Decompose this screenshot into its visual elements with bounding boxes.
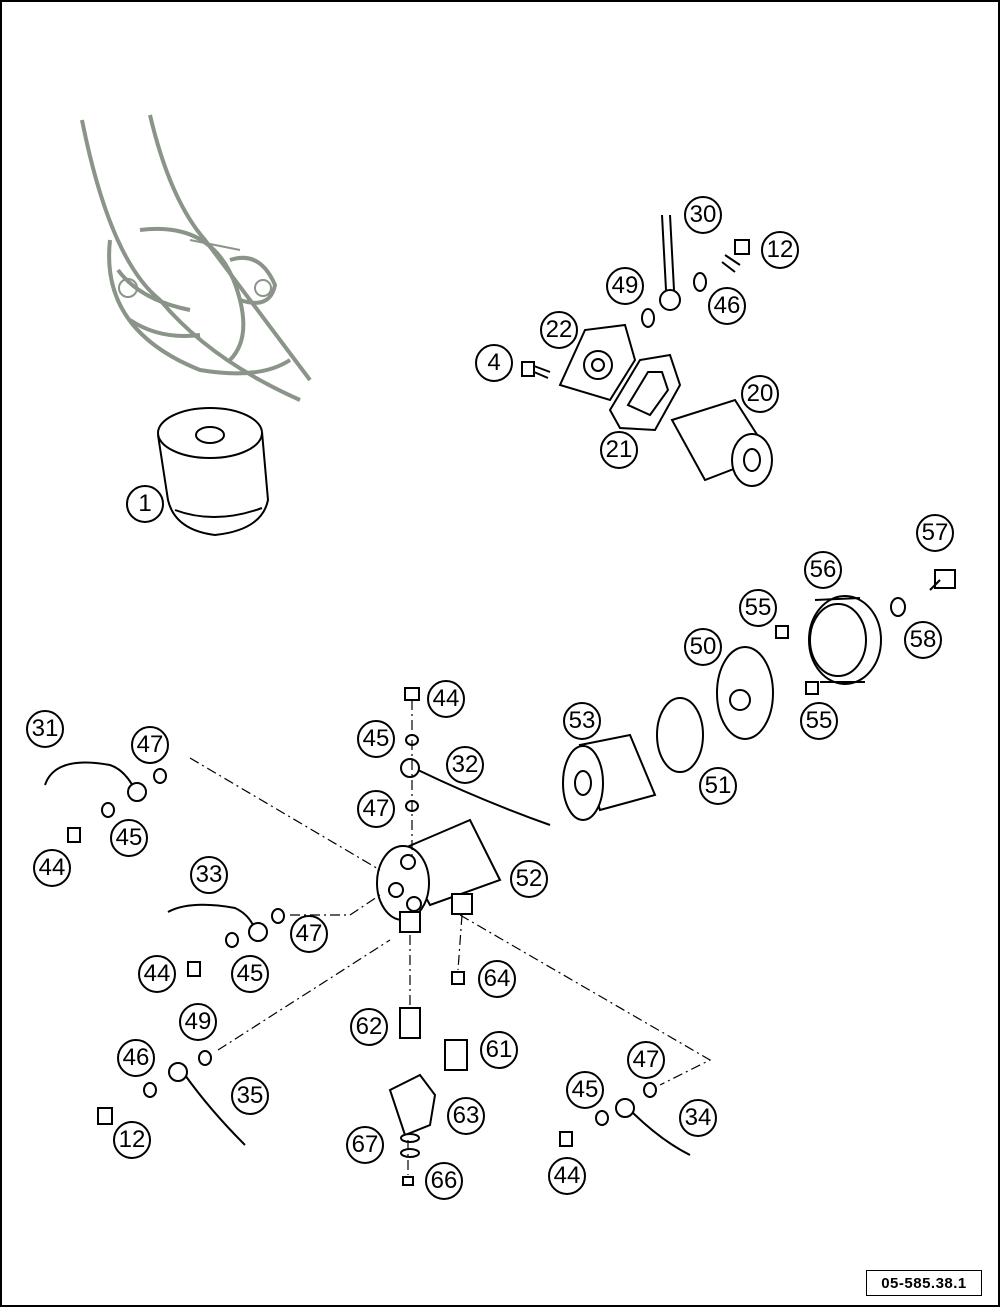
bolt-4	[521, 361, 551, 379]
frame-sketch	[80, 114, 312, 402]
callout-12: 12	[113, 1121, 151, 1159]
callout-57: 57	[916, 514, 954, 552]
filter-element-53	[562, 733, 657, 821]
callout-1: 1	[126, 485, 164, 523]
callout-46: 46	[117, 1039, 155, 1077]
callout-61: 61	[480, 1031, 518, 1069]
callout-47: 47	[357, 790, 395, 828]
callout-20: 20	[741, 375, 779, 413]
callout-51: 51	[699, 767, 737, 805]
bolt-55	[775, 625, 819, 695]
drawing-code: 05-585.38.1	[866, 1270, 982, 1296]
callout-58: 58	[904, 621, 942, 659]
callout-44: 44	[33, 849, 71, 887]
housing-56	[808, 595, 882, 685]
callout-22: 22	[540, 311, 578, 349]
callout-47: 47	[131, 726, 169, 764]
callout-64: 64	[478, 960, 516, 998]
callout-55: 55	[739, 589, 777, 627]
sensor-57	[929, 569, 956, 591]
callout-4: 4	[475, 344, 513, 382]
callout-55: 55	[800, 702, 838, 740]
gasket-21	[608, 353, 682, 432]
callout-50: 50	[684, 628, 722, 666]
callout-30: 30	[684, 196, 722, 234]
callout-34: 34	[679, 1099, 717, 1137]
callout-47: 47	[290, 915, 328, 953]
filter-cover-22	[558, 323, 637, 402]
callout-49: 49	[179, 1003, 217, 1041]
callout-35: 35	[231, 1077, 269, 1115]
callout-12: 12	[761, 231, 799, 269]
callout-56: 56	[804, 551, 842, 589]
cover-50	[716, 646, 774, 740]
callout-49: 49	[606, 267, 644, 305]
callout-44: 44	[138, 955, 176, 993]
callout-32: 32	[446, 746, 484, 784]
callout-45: 45	[566, 1071, 604, 1109]
callout-67: 67	[346, 1126, 384, 1164]
pump-body-52	[376, 818, 502, 933]
callout-47: 47	[627, 1041, 665, 1079]
fasteners	[67, 687, 657, 1186]
banjo-line-30	[641, 214, 750, 328]
callout-31: 31	[26, 710, 64, 748]
callout-45: 45	[110, 819, 148, 857]
callout-66: 66	[425, 1162, 463, 1200]
callout-33: 33	[190, 856, 228, 894]
callout-45: 45	[231, 955, 269, 993]
callout-21: 21	[600, 431, 638, 469]
callout-63: 63	[447, 1097, 485, 1135]
callout-46: 46	[708, 287, 746, 325]
filter-element-20	[670, 398, 773, 487]
callout-52: 52	[510, 860, 548, 898]
o-ring-51	[656, 697, 704, 773]
callout-53: 53	[563, 702, 601, 740]
oil-filter-1	[157, 407, 270, 537]
washer-58	[890, 597, 906, 617]
callout-45: 45	[357, 720, 395, 758]
callout-62: 62	[350, 1008, 388, 1046]
callout-44: 44	[548, 1157, 586, 1195]
oil-lines	[44, 758, 691, 1156]
callout-44: 44	[427, 680, 465, 718]
